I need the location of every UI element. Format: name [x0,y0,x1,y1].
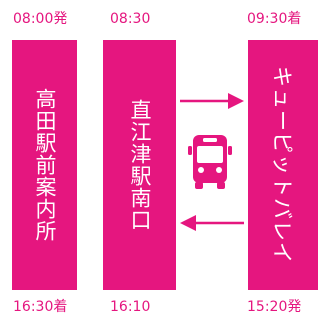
arrow-right-icon [180,93,244,109]
stop-cupid-valley: キューピットバレイ [248,40,318,290]
stop-1-name: 高田駅前案内所 [33,88,57,242]
stop-2-time-outbound: 08:30 [110,11,151,27]
bus-icon [188,135,232,189]
stop-3-depart-time: 15:20発 [247,299,302,315]
stop-2-time-return: 16:10 [110,299,151,315]
stop-naoetsu: 直江津駅南口 [103,40,176,290]
stop-takada: 高田駅前案内所 [12,40,77,290]
stop-1-depart-time: 08:00発 [13,11,68,27]
stop-1-arrive-time: 16:30着 [13,299,68,315]
arrow-left-icon [180,215,244,231]
stop-2-name: 直江津駅南口 [128,99,152,231]
stop-3-arrive-time: 09:30着 [247,11,302,27]
